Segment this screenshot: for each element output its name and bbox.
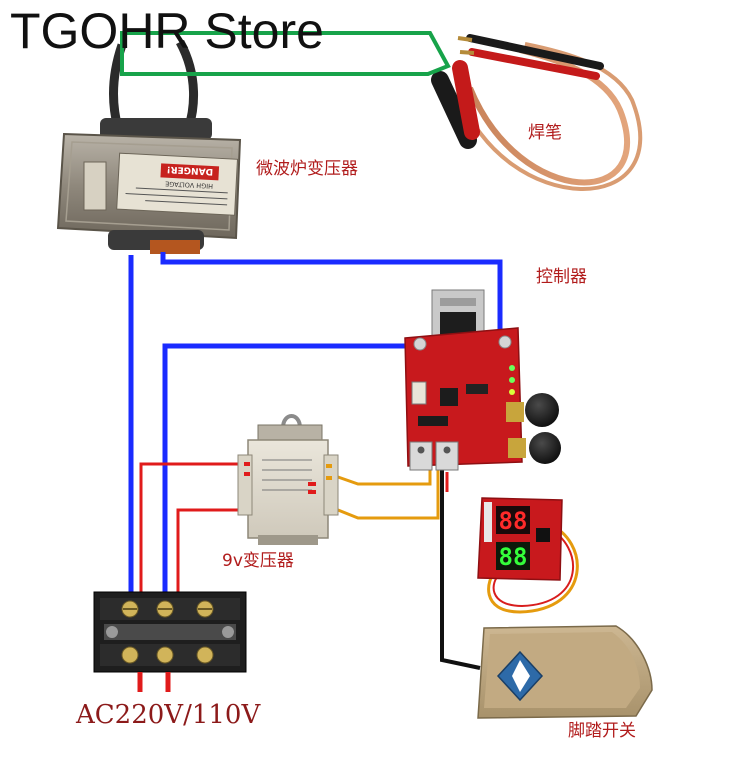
controller-pcb [404, 327, 523, 467]
black-wire-footswitch [440, 470, 481, 670]
display-module: 88 88 [477, 497, 579, 614]
red-wire-a [139, 462, 243, 605]
display-bottom-digits: 88 [499, 543, 528, 571]
controller-board [404, 289, 561, 471]
pen-rod-black [466, 34, 604, 70]
transformer-coil-top [100, 118, 212, 140]
display-cable-orange [487, 522, 579, 614]
display-top-digits: 88 [499, 507, 528, 535]
danger-plate-text: DANGER! [166, 164, 213, 176]
terminal-block [93, 591, 247, 673]
transformer-nameplate: DANGER! HIGH VOLTAGE [116, 152, 239, 216]
transformer-primary-coil [150, 240, 200, 254]
knob-upper [525, 393, 559, 427]
pen-handle-red [452, 60, 480, 140]
terminal-left [409, 441, 433, 471]
label-welding-pen: 焊笔 [528, 123, 562, 143]
pen-rod-red [468, 48, 600, 80]
transformer-side-label [83, 161, 107, 211]
red-wire-b [176, 508, 243, 605]
blue-wire-controller [160, 252, 503, 345]
pen-tip-a [457, 36, 473, 42]
label-foot-switch: 脚踏开关 [568, 721, 636, 741]
knob-lower [529, 432, 561, 464]
display-bottom [496, 542, 530, 570]
label-controller: 控制器 [536, 267, 587, 287]
pen-handle-black [431, 71, 477, 149]
store-watermark: TGOHR Store [10, 3, 324, 59]
pen-tip-b [459, 50, 475, 55]
label-ac-mains: AC220V/110V [76, 700, 261, 730]
blue-wire-terminal-controller [162, 343, 420, 605]
high-voltage-text: HIGH VOLTAGE [165, 180, 213, 190]
foot-switch [477, 625, 653, 719]
display-top [496, 506, 530, 534]
transformer-9v [237, 414, 339, 545]
pen-cable-loop-a [467, 47, 630, 186]
label-9v-transformer: 9v变压器 [222, 551, 294, 571]
welding-pen [431, 34, 642, 191]
label-microwave-transformer: 微波炉变压器 [256, 159, 358, 179]
microwave-transformer: DANGER! HIGH VOLTAGE [56, 39, 242, 254]
terminal-right [435, 441, 459, 471]
transformer-9v-body [247, 439, 329, 539]
